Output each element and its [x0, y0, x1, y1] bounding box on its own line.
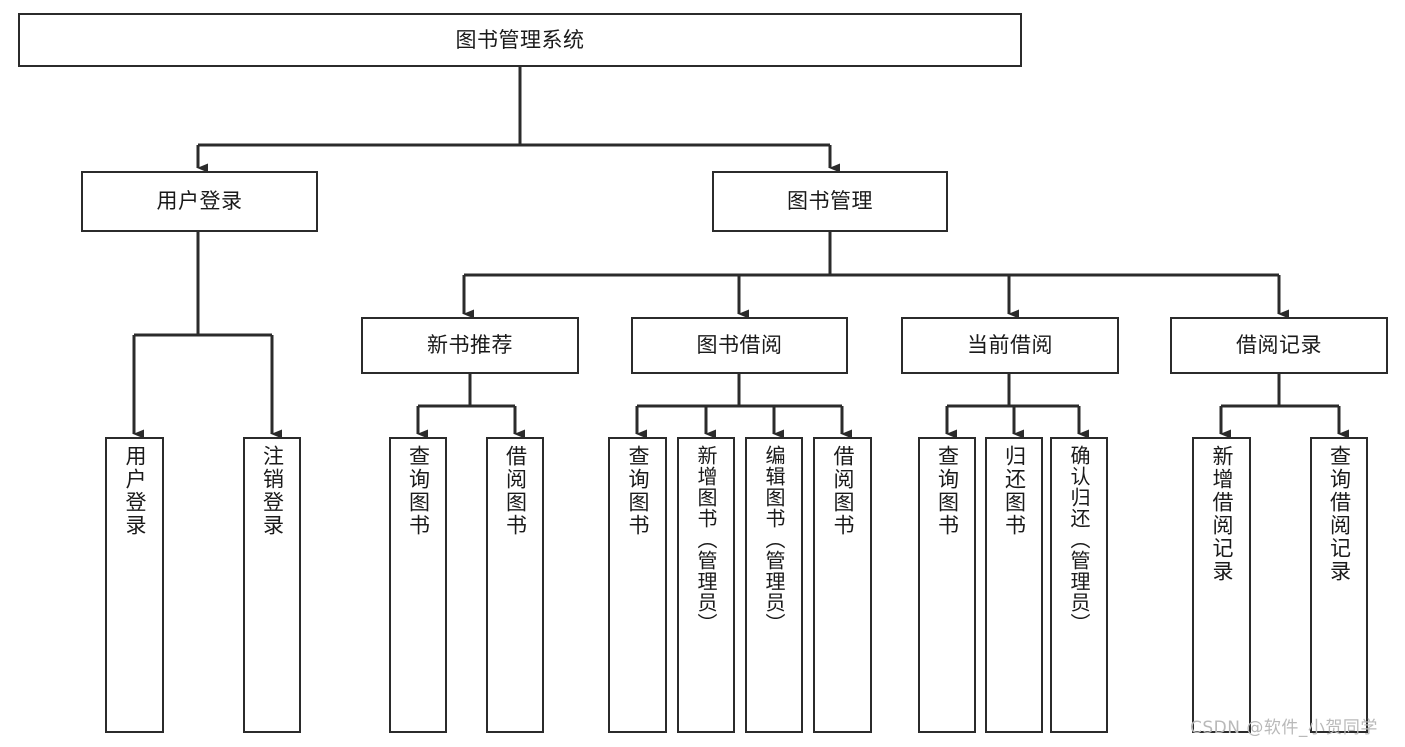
node-book-manage[interactable]: 图书管理 [712, 171, 948, 232]
leaf-confirm-return-admin[interactable]: 确认归还（管理员） [1050, 437, 1108, 733]
leaf-edit-book-admin-label: 编辑图书（管理员） [762, 445, 786, 634]
leaf-add-book-admin-label: 新增图书（管理员） [694, 445, 718, 634]
node-book-manage-label: 图书管理 [787, 189, 873, 214]
node-root-label: 图书管理系统 [455, 27, 585, 52]
node-new-book-recommend[interactable]: 新书推荐 [361, 317, 579, 374]
node-user-login-label: 用户登录 [156, 189, 243, 214]
node-current-borrow-label: 当前借阅 [967, 333, 1053, 358]
leaf-query-book-3-label: 查询图书 [935, 445, 960, 537]
leaf-user-login[interactable]: 用户登录 [105, 437, 164, 733]
leaf-query-borrow-record[interactable]: 查询借阅记录 [1310, 437, 1368, 733]
leaf-confirm-return-admin-label: 确认归还（管理员） [1067, 445, 1091, 634]
leaf-query-book-2[interactable]: 查询图书 [608, 437, 667, 733]
csdn-watermark: CSDN @软件_小贺同学 [1190, 718, 1378, 738]
node-book-borrow[interactable]: 图书借阅 [631, 317, 848, 374]
node-root[interactable]: 图书管理系统 [18, 13, 1022, 67]
node-new-book-recommend-label: 新书推荐 [427, 333, 513, 358]
leaf-query-book-1[interactable]: 查询图书 [389, 437, 447, 733]
node-borrow-record-label: 借阅记录 [1236, 333, 1322, 358]
node-borrow-record[interactable]: 借阅记录 [1170, 317, 1388, 374]
leaf-logout-login-label: 注销登录 [260, 445, 285, 537]
leaf-add-book-admin[interactable]: 新增图书（管理员） [677, 437, 735, 733]
leaf-logout-login[interactable]: 注销登录 [243, 437, 301, 733]
leaf-return-book[interactable]: 归还图书 [985, 437, 1043, 733]
node-current-borrow[interactable]: 当前借阅 [901, 317, 1119, 374]
leaf-query-book-3[interactable]: 查询图书 [918, 437, 976, 733]
leaf-return-book-label: 归还图书 [1002, 445, 1027, 537]
leaf-query-borrow-record-label: 查询借阅记录 [1327, 445, 1352, 583]
node-book-borrow-label: 图书借阅 [696, 333, 783, 358]
node-user-login[interactable]: 用户登录 [81, 171, 318, 232]
leaf-add-borrow-record[interactable]: 新增借阅记录 [1192, 437, 1251, 733]
leaf-query-book-1-label: 查询图书 [406, 445, 431, 537]
leaf-query-book-2-label: 查询图书 [626, 445, 650, 537]
leaf-borrow-book-2-label: 借阅图书 [831, 445, 855, 537]
leaf-borrow-book-1[interactable]: 借阅图书 [486, 437, 544, 733]
leaf-borrow-book-2[interactable]: 借阅图书 [813, 437, 872, 733]
leaf-add-borrow-record-label: 新增借阅记录 [1210, 445, 1234, 583]
leaf-edit-book-admin[interactable]: 编辑图书（管理员） [745, 437, 803, 733]
leaf-borrow-book-1-label: 借阅图书 [503, 445, 528, 537]
leaf-user-login-label: 用户登录 [123, 445, 147, 537]
